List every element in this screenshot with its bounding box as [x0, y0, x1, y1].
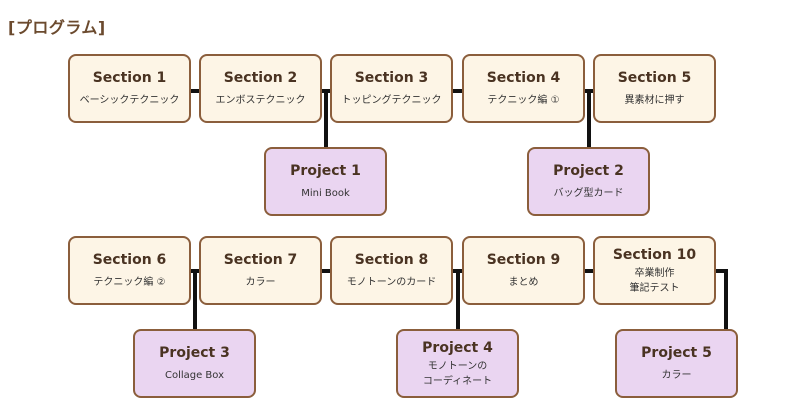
project-subtitle: バッグ型カード — [553, 188, 624, 199]
project-2-box: Project 2 バッグ型カード — [527, 147, 650, 216]
section-3-box: Section 3 トッピングテクニック — [330, 54, 453, 123]
section-2-box: Section 2 エンボステクニック — [199, 54, 322, 123]
section-title: Section 1 — [92, 70, 167, 86]
section-subtitle: 異素材に押す — [624, 95, 685, 106]
project-title: Project 4 — [422, 339, 493, 356]
section-title: Section 10 — [612, 246, 697, 263]
project-title: Project 3 — [159, 345, 230, 361]
project-5-box: Project 5 カラー — [615, 329, 738, 398]
connector-s7-s8 — [321, 269, 331, 273]
section-subtitle: テクニック編 ② — [93, 277, 166, 288]
project-title: Project 1 — [290, 163, 361, 179]
section-title: Section 4 — [486, 70, 561, 86]
section-subtitle: カラー — [245, 277, 276, 288]
connector-s9-s10 — [584, 269, 594, 273]
section-7-box: Section 7 カラー — [199, 236, 322, 305]
page-title: [プログラム] — [8, 18, 106, 37]
section-subtitle: エンボステクニック — [215, 95, 306, 106]
project-4-box: Project 4 モノトーンの コーディネート — [396, 329, 519, 398]
section-5-box: Section 5 異素材に押す — [593, 54, 716, 123]
project-title: Project 5 — [641, 345, 712, 361]
section-title: Section 9 — [486, 252, 561, 268]
connector-s4s5-p2 — [587, 89, 591, 149]
project-title: Project 2 — [553, 163, 624, 179]
project-subtitle: カラー — [661, 370, 692, 381]
section-4-box: Section 4 テクニック編 ① — [462, 54, 585, 123]
section-1-box: Section 1 ベーシックテクニック — [68, 54, 191, 123]
section-6-box: Section 6 テクニック編 ② — [68, 236, 191, 305]
section-9-box: Section 9 まとめ — [462, 236, 585, 305]
connector-s10-right — [715, 269, 728, 273]
section-title: Section 6 — [92, 252, 167, 268]
section-8-box: Section 8 モノトーンのカード — [330, 236, 453, 305]
section-subtitle: テクニック編 ① — [487, 95, 560, 106]
section-title: Section 5 — [617, 70, 692, 86]
section-title: Section 8 — [354, 252, 429, 268]
section-subtitle: ベーシックテクニック — [79, 95, 180, 106]
project-subtitle: Collage Box — [164, 370, 225, 381]
section-title: Section 2 — [223, 70, 298, 86]
connector-s3-s4 — [453, 89, 463, 93]
project-3-box: Project 3 Collage Box — [133, 329, 256, 398]
connector-s10-p5 — [724, 269, 728, 332]
project-1-box: Project 1 Mini Book — [264, 147, 387, 216]
connector-s2s3-p1 — [324, 89, 328, 149]
section-subtitle: トッピングテクニック — [341, 95, 442, 106]
connector-s8s9-p4 — [456, 269, 460, 332]
project-subtitle: Mini Book — [301, 188, 350, 199]
section-subtitle: 卒業制作 筆記テスト — [629, 267, 680, 294]
section-subtitle: モノトーンのカード — [346, 277, 437, 288]
section-10-box: Section 10 卒業制作 筆記テスト — [593, 236, 716, 305]
connector-s1-s2 — [190, 89, 200, 93]
section-title: Section 3 — [354, 70, 429, 86]
section-subtitle: まとめ — [508, 277, 539, 288]
connector-s6s7-p3 — [193, 269, 197, 332]
section-title: Section 7 — [223, 252, 298, 268]
project-subtitle: モノトーンの コーディネート — [422, 360, 493, 387]
